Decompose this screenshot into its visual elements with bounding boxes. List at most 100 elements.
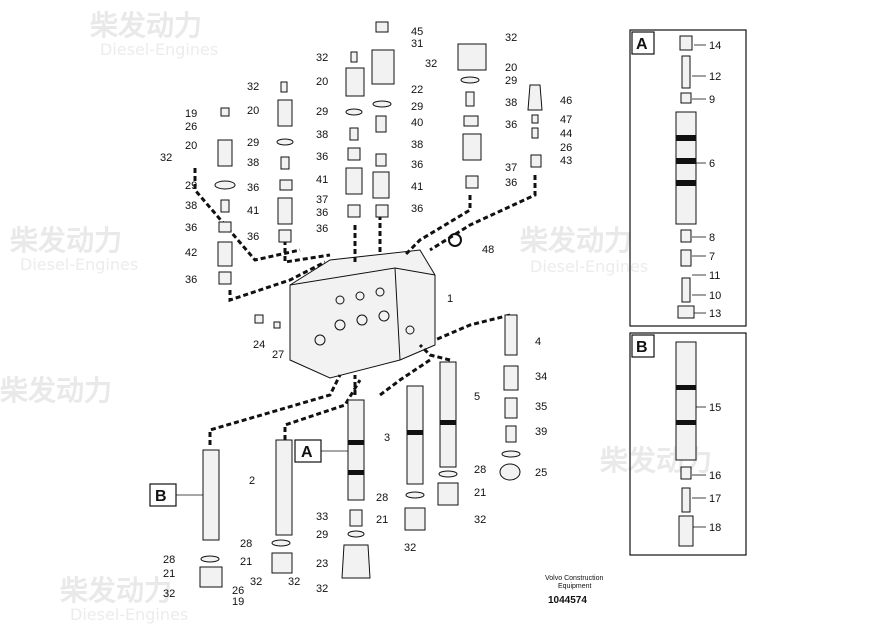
assembly-dashed-lines bbox=[193, 168, 537, 445]
part-label: 32 bbox=[250, 576, 262, 588]
part-label: 7 bbox=[709, 251, 715, 263]
part-label: 36 bbox=[316, 151, 328, 163]
spool-b bbox=[202, 449, 220, 541]
part-20-cap bbox=[217, 139, 233, 167]
part-label: 28 bbox=[163, 554, 175, 566]
callout-a: A bbox=[294, 439, 348, 463]
part-label: 29 bbox=[185, 180, 197, 192]
part-label: 42 bbox=[185, 247, 197, 259]
part-label: 43 bbox=[560, 155, 572, 167]
part-label: 32 bbox=[425, 58, 437, 70]
watermark-cn: 柴发动力 bbox=[0, 374, 112, 407]
watermark-layer: 柴发动力 Diesel-Engines 柴发动力 Diesel-Engines … bbox=[0, 9, 712, 624]
detail-tag-a bbox=[631, 31, 655, 55]
part-label: 26 bbox=[185, 121, 197, 133]
part-label: 32 bbox=[247, 81, 259, 93]
part-label: 20 bbox=[185, 140, 197, 152]
part-label: 21 bbox=[163, 568, 175, 580]
detail-letter-b: B bbox=[636, 339, 648, 356]
part-label: 41 bbox=[316, 174, 328, 186]
part-label: 44 bbox=[560, 128, 572, 140]
watermark-en: Diesel-Engines bbox=[100, 40, 218, 59]
part-label: 1 bbox=[447, 293, 453, 305]
part-label: 22 bbox=[411, 84, 423, 96]
detail-tag-b bbox=[631, 334, 655, 358]
part-label: 21 bbox=[376, 514, 388, 526]
company-name-line2: Equipment bbox=[558, 583, 592, 590]
part-24 bbox=[254, 314, 264, 324]
part-4 bbox=[504, 314, 518, 356]
footer: Volvo Construction Equipment 1044574 bbox=[545, 575, 603, 606]
callout-letter-a: A bbox=[301, 444, 313, 461]
part-label: 34 bbox=[535, 371, 547, 383]
part-label: 25 bbox=[535, 467, 547, 479]
part-label: 10 bbox=[709, 290, 721, 302]
part-label: 38 bbox=[247, 157, 259, 169]
part-25 bbox=[499, 463, 521, 481]
part-20-cap-right bbox=[457, 43, 487, 71]
part-17-spring bbox=[681, 487, 691, 513]
part-7 bbox=[680, 249, 692, 267]
part-2-spool bbox=[275, 439, 293, 536]
part-label: 46 bbox=[560, 95, 572, 107]
part-label: 28 bbox=[240, 538, 252, 550]
watermark-en: Diesel-Engines bbox=[530, 257, 648, 276]
part-label: 32 bbox=[474, 514, 486, 526]
part-label: 11 bbox=[709, 270, 720, 282]
part-12-spring bbox=[681, 55, 691, 89]
part-label: 3 bbox=[384, 432, 390, 444]
watermark-cn: 柴发动力 bbox=[60, 574, 172, 607]
lower-parts bbox=[199, 314, 521, 588]
part-label: 41 bbox=[247, 205, 259, 217]
part-48-eyebolt bbox=[448, 233, 462, 247]
part-label: 47 bbox=[560, 114, 572, 126]
part-label: 32 bbox=[316, 583, 328, 595]
part-label: 38 bbox=[505, 97, 517, 109]
watermark-en: Diesel-Engines bbox=[20, 255, 138, 274]
part-label: 36 bbox=[505, 177, 517, 189]
detail-a-leaders bbox=[692, 44, 706, 314]
part-label: 36 bbox=[316, 223, 328, 235]
part-18 bbox=[678, 515, 694, 547]
part-label: 32 bbox=[288, 576, 300, 588]
part-10-spring bbox=[681, 277, 691, 303]
valve-body-part-1 bbox=[289, 233, 462, 379]
part-41-spring bbox=[277, 197, 293, 225]
part-label: 36 bbox=[185, 274, 197, 286]
detail-letter-a: A bbox=[636, 36, 648, 53]
part-label: 20 bbox=[316, 76, 328, 88]
part-label: 37 bbox=[505, 162, 517, 174]
document-number: 1044574 bbox=[548, 595, 587, 606]
part-label: 23 bbox=[316, 558, 328, 570]
part-label: 36 bbox=[411, 159, 423, 171]
part-42-spring bbox=[217, 241, 233, 267]
part-label: 29 bbox=[505, 75, 517, 87]
part-8 bbox=[680, 229, 692, 243]
part-5-spool bbox=[439, 361, 457, 468]
part-label: 8 bbox=[709, 232, 715, 244]
part-label: 16 bbox=[709, 470, 721, 482]
part-label: 33 bbox=[316, 511, 328, 523]
part-label: 26 bbox=[560, 142, 572, 154]
part-label: 28 bbox=[474, 464, 486, 476]
part-label: 6 bbox=[709, 158, 715, 170]
watermark-en: Diesel-Engines bbox=[70, 605, 188, 624]
part-label: 20 bbox=[505, 62, 517, 74]
part-label: 4 bbox=[535, 336, 541, 348]
part-46 bbox=[527, 84, 543, 111]
part-label: 19 bbox=[185, 108, 197, 120]
part-label: 9 bbox=[709, 94, 715, 106]
callout-b: B bbox=[149, 483, 203, 507]
part-9 bbox=[680, 92, 692, 104]
part-label: 39 bbox=[535, 426, 547, 438]
detail-box-a: A 14 12 9 6 8 7 11 10 13 bbox=[629, 29, 747, 327]
callout-letter-b: B bbox=[155, 488, 167, 505]
part-label: 32 bbox=[163, 588, 175, 600]
part-label: 40 bbox=[411, 117, 423, 129]
part-label: 27 bbox=[272, 349, 284, 361]
part-label: 17 bbox=[709, 493, 721, 505]
part-label: 37 bbox=[316, 194, 328, 206]
part-14 bbox=[679, 35, 693, 51]
part-label: 36 bbox=[411, 203, 423, 215]
